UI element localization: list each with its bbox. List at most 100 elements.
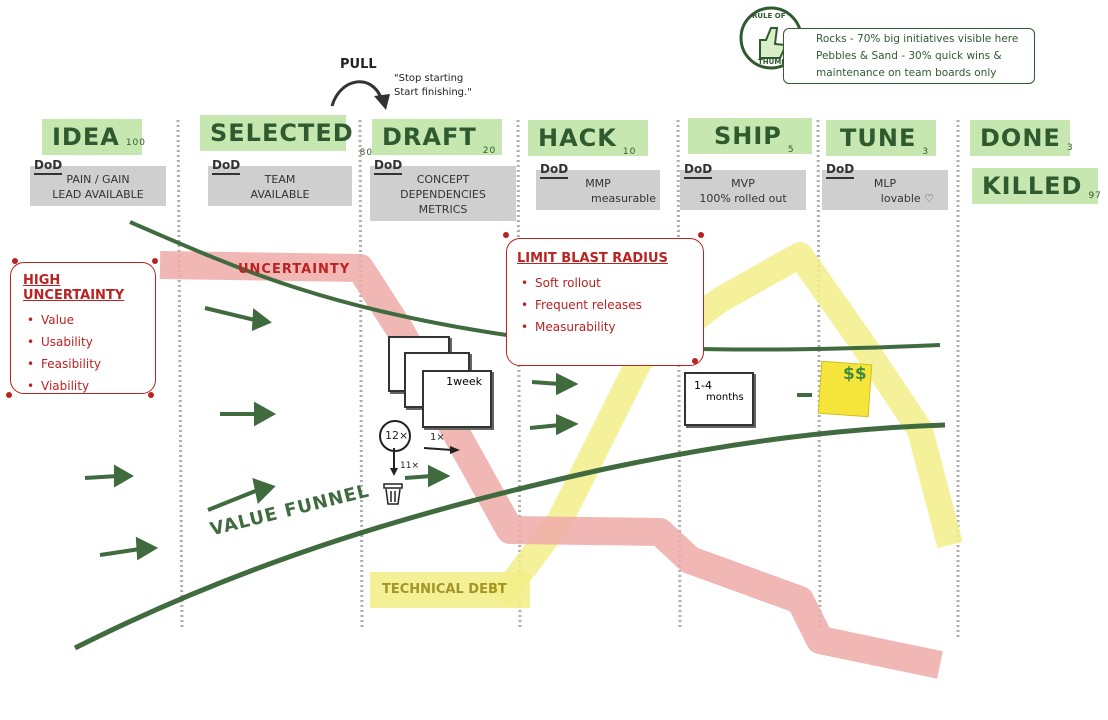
- dod-line: CONCEPT: [416, 173, 470, 186]
- note-item: Viability: [27, 375, 155, 397]
- technical-debt-label: TECHNICAL DEBT: [370, 572, 530, 608]
- dod-line: MLP: [873, 177, 897, 190]
- pin-icon: [503, 232, 509, 238]
- column-title: DRAFT: [382, 123, 477, 151]
- note-title: HIGH UNCERTAINTY: [23, 273, 125, 303]
- column-title: SHIP: [714, 122, 782, 150]
- divider-3: [516, 119, 522, 631]
- quote-line-1: "Stop starting: [394, 73, 464, 84]
- note-item: Usability: [27, 331, 155, 353]
- pin-icon: [152, 258, 158, 264]
- column-title: IDEA: [52, 123, 120, 151]
- note-item: Frequent releases: [521, 294, 703, 316]
- money-label: $$: [843, 364, 867, 384]
- quote-line-2: Start finishing.": [394, 87, 472, 98]
- eleven-x-label: 11×: [400, 461, 419, 471]
- column-count: 5: [787, 145, 795, 155]
- column-tune-header: TUNE 3: [826, 120, 936, 157]
- column-killed-header: KILLED 97: [972, 168, 1102, 204]
- rule-line-3: maintenance on team boards only: [816, 67, 997, 79]
- dod-line: lovable ♡: [880, 192, 934, 205]
- rule-of-thumb-badge-top: RULE OF: [752, 12, 786, 20]
- one-x-label: 1×: [430, 432, 445, 443]
- dod-line: DEPENDENCIES: [400, 188, 486, 201]
- pull-label: PULL: [340, 57, 377, 72]
- dod-line: AVAILABLE: [250, 188, 310, 201]
- column-draft-header: DRAFT 20: [372, 119, 502, 156]
- thumbs-up-icon: [759, 27, 788, 59]
- dod-line: LEAD AVAILABLE: [52, 188, 144, 201]
- twelve-x-circle: [379, 420, 411, 452]
- column-count: 100: [125, 138, 147, 148]
- dod-tune: DoD MLP lovable ♡: [822, 162, 948, 210]
- pin-icon: [6, 392, 12, 398]
- dod-hack: DoD MMP measurable: [536, 162, 660, 210]
- note-item: Soft rollout: [521, 272, 703, 294]
- column-selected-header: SELECTED 80: [200, 115, 372, 158]
- uncertainty-band: [159, 251, 943, 679]
- ship-card: 1-4 months: [684, 372, 754, 426]
- note-list: Soft rollout Frequent releases Measurabi…: [517, 272, 703, 338]
- dod-tag: DoD: [826, 162, 855, 179]
- trash-icon: [383, 483, 403, 505]
- dod-line: TEAM: [264, 173, 296, 186]
- dod-tag: DoD: [212, 158, 241, 175]
- uncertainty-label: UNCERTAINTY: [238, 262, 351, 277]
- funnel-lower-line: [73, 422, 946, 651]
- right-arrowhead: [450, 446, 460, 454]
- column-title: DONE: [980, 124, 1061, 152]
- column-title: HACK: [538, 124, 617, 152]
- down-arrowhead: [390, 468, 398, 476]
- dod-tag: DoD: [684, 162, 713, 179]
- pin-icon: [698, 232, 704, 238]
- dod-line: 100% rolled out: [699, 192, 787, 205]
- card-label: 1week: [446, 375, 482, 388]
- column-done-header: DONE 3: [970, 120, 1073, 156]
- note-item: Feasibility: [27, 353, 155, 375]
- column-count: 10: [622, 147, 637, 157]
- column-count: 97: [1088, 191, 1102, 201]
- card-label: months: [706, 392, 744, 403]
- note-list: Value Usability Feasibility Viability: [23, 309, 155, 397]
- column-count: 3: [922, 147, 930, 157]
- pin-icon: [692, 358, 698, 364]
- column-hack-header: HACK 10: [528, 120, 648, 157]
- divider-1: [176, 119, 184, 631]
- column-count: 80: [359, 148, 374, 158]
- dod-draft: DoD CONCEPT DEPENDENCIES METRICS: [370, 158, 516, 221]
- column-ship-header: SHIP 5: [688, 118, 812, 155]
- rule-of-thumb-badge-bottom: THUMB: [758, 58, 787, 66]
- note-title: LIMIT BLAST RADIUS: [517, 251, 668, 266]
- note-item: Measurability: [521, 316, 703, 338]
- column-count: 20: [482, 146, 497, 156]
- divider-5: [816, 119, 822, 631]
- dod-line: MMP: [585, 177, 611, 190]
- draft-card-one-week: 1week: [422, 370, 492, 428]
- dod-tag: DoD: [34, 158, 63, 175]
- column-title: TUNE: [840, 124, 917, 152]
- flow-arrows: [84, 306, 812, 561]
- dod-line: measurable: [591, 192, 656, 205]
- rule-line-1: Rocks - 70% big initiatives visible here: [816, 33, 1019, 45]
- column-title: KILLED: [982, 172, 1083, 200]
- dod-selected: DoD TEAM AVAILABLE: [208, 158, 352, 206]
- pin-icon: [148, 392, 154, 398]
- money-sticky-note: [817, 360, 873, 418]
- technical-debt-band: [489, 242, 963, 608]
- dod-idea: DoD PAIN / GAIN LEAD AVAILABLE: [30, 158, 166, 206]
- dod-line: MVP: [731, 177, 755, 190]
- column-title: SELECTED: [210, 119, 354, 147]
- column-idea-header: IDEA 100: [42, 119, 145, 155]
- twelve-x-label: 12×: [385, 429, 409, 442]
- rule-of-thumb-box: Rocks - 70% big initiatives visible here…: [783, 28, 1035, 84]
- card-label: 1-4: [694, 379, 712, 392]
- pull-arrowhead: [374, 94, 390, 110]
- rule-line-2: Pebbles & Sand - 30% quick wins &: [816, 50, 1002, 62]
- column-count: 3: [1066, 143, 1074, 153]
- dod-tag: DoD: [374, 158, 403, 175]
- column-dividers: [176, 119, 960, 640]
- limit-blast-radius-note: LIMIT BLAST RADIUS Soft rollout Frequent…: [506, 238, 704, 366]
- dod-tag: DoD: [540, 162, 569, 179]
